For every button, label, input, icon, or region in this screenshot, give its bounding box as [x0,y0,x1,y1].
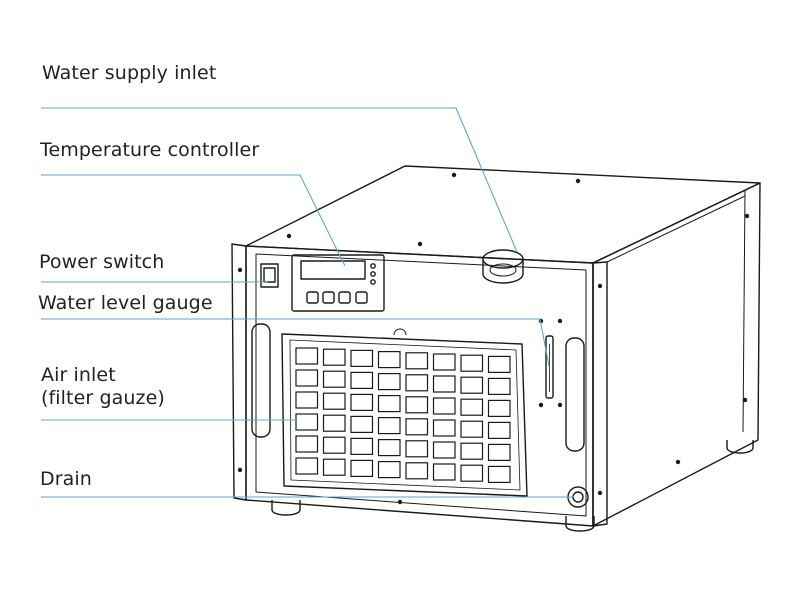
filter-grid-cell [350,349,374,367]
label-water-supply-inlet: Water supply inlet [42,62,217,84]
filter-grid-cell [460,398,484,416]
leader-water-level-gauge [41,318,550,367]
controller-button-2 [322,291,335,304]
filter-grid-cell [377,439,401,457]
filter-grid-cell [460,442,484,460]
filter-grid-cell [460,354,484,372]
label-air-inlet-line1: Air inlet [41,364,116,386]
foot-front-left [271,500,301,516]
controller-display [300,260,366,280]
filter-grid-cell [405,440,429,458]
filter-grid-cell [432,441,456,459]
filter-grid-cell [460,420,484,438]
chiller-side-face [592,182,761,527]
air-inlet-filter-frame [281,333,528,497]
filter-grid-cell [405,418,429,436]
filter-grid-cell [377,373,401,391]
filter-grid-cell [405,352,429,370]
filter-grid-cell [405,462,429,480]
filter-grid-cell [432,463,456,481]
label-air-inlet: Air inlet (filter gauze) [41,364,165,410]
filter-grid-cell [322,392,346,410]
leader-temperature-controller [41,174,346,267]
filter-grid-cell [405,374,429,392]
label-power-switch: Power switch [39,251,165,273]
front-panel-inner-border [255,253,587,517]
front-panel-left-ear [231,243,247,501]
label-water-level-gauge: Water level gauge [38,292,213,314]
filter-grid-cell [322,436,346,454]
filter-grid-cell [295,347,319,365]
filter-grid-cell [487,377,511,395]
filter-grid-cell [322,348,346,366]
filter-grid-cell [432,375,456,393]
filter-grid-cell [350,371,374,389]
chiller-top-face [245,165,761,264]
filter-grid-cell [432,419,456,437]
filter-grid-cell [322,458,346,476]
front-panel-right-ear [592,261,608,527]
label-air-inlet-line2: (filter gauze) [41,387,165,409]
water-inlet-cap-body [482,259,524,284]
filter-grid-cell [487,399,511,417]
filter-grid-cell [295,435,319,453]
left-handle [251,323,271,438]
right-handle [565,337,585,452]
controller-button-1 [306,291,319,304]
filter-grid-cell [487,443,511,461]
filter-grid-cell [295,413,319,431]
filter-grid-cell [322,414,346,432]
label-drain: Drain [40,468,92,490]
filter-grid-cell [295,457,319,475]
filter-grid-cell [377,395,401,413]
filter-grid-cell [460,376,484,394]
label-temperature-controller: Temperature controller [40,139,260,161]
filter-grid-cell [350,415,374,433]
filter-grid-cell [487,355,511,373]
filter-grid-cell [350,437,374,455]
filter-grid-cell [295,391,319,409]
filter-grid-cell [432,353,456,371]
filter-grid-cell [350,393,374,411]
filter-grid-cell [295,369,319,387]
power-switch-body [260,263,279,288]
filter-grid-cell [432,397,456,415]
leader-water-supply-inlet [41,107,518,253]
filter-grid-cell [377,461,401,479]
power-switch-rocker [263,267,276,283]
temperature-controller-panel [291,254,385,312]
filter-grid-cell [487,421,511,439]
controller-button-3 [338,291,351,304]
foot-back-right [726,440,754,454]
filter-grid-cell [487,465,511,483]
filter-grid-cell [322,370,346,388]
foot-front-right [565,516,595,532]
controller-button-4 [355,291,368,304]
filter-grid-cell [350,459,374,477]
filter-grid-cell [460,464,484,482]
filter-grid-cell [377,417,401,435]
leader-lines [41,107,574,498]
filter-grid-cell [377,351,401,369]
filter-grid-cell [405,396,429,414]
water-level-gauge-window [545,335,554,399]
filter-gauze-grid [295,347,511,483]
